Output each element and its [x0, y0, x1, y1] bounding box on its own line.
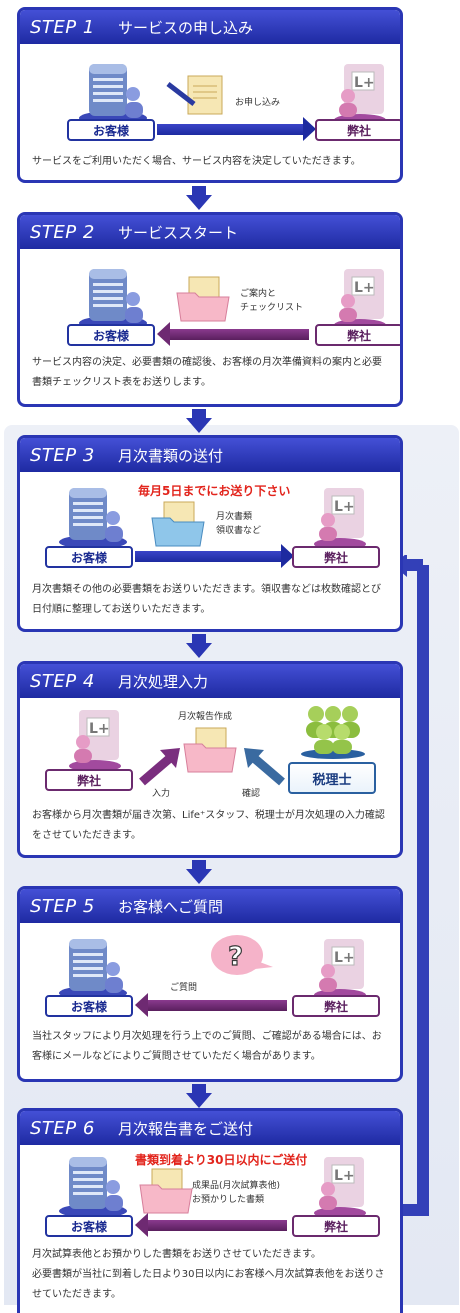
step-title: サービススタート [118, 223, 239, 242]
flow-note: お申し込み [235, 98, 281, 108]
step-2-card: STEP 2 サービススタート ご案内と チェックリスト L+ お客様 弊社 サ… [17, 212, 403, 407]
svg-text:L+: L+ [89, 721, 110, 737]
company-box-icon: L+ [314, 488, 366, 550]
company-box-icon: L+ [314, 1157, 366, 1219]
step-description: お客様から月次書類が届き次第、Life⁺スタッフ、税理士が月次処理の入力確認をさ… [32, 810, 385, 841]
step-title: サービスの申し込み [118, 18, 254, 37]
company-label: 弊社 [292, 995, 380, 1017]
company-label: 弊社 [315, 119, 400, 141]
svg-text:L+: L+ [354, 280, 375, 296]
client-label: お客様 [67, 119, 155, 141]
client-label: お客様 [45, 995, 133, 1017]
down-arrow-icon [186, 186, 212, 210]
flow-arrow-right [135, 544, 294, 568]
building-icon [79, 269, 147, 330]
question-bubble-icon: ? [211, 935, 273, 975]
company-label: 弊社 [45, 769, 133, 791]
step-description: 月次試算表他とお預かりした書類をお送りさせていただきます。 必要書類が当社に到着… [32, 1249, 385, 1300]
step-3-header: STEP 3 月次書類の送付 [20, 438, 400, 472]
building-icon [59, 939, 127, 1000]
flow-note: ご質問 [170, 983, 198, 993]
question-mark: ? [228, 942, 243, 972]
building-icon [59, 1157, 127, 1218]
step-6-header: STEP 6 月次報告書をご送付 [20, 1111, 400, 1145]
step-title: 月次処理入力 [118, 672, 209, 691]
client-label: お客様 [45, 1215, 133, 1237]
step-number: STEP 3 [30, 444, 95, 466]
company-box-icon: L+ [314, 939, 366, 1001]
step-6-card: STEP 6 月次報告書をご送付 書類到着より30日以内にご送付 成果品(月次試… [17, 1108, 403, 1313]
step-description: サービス内容の決定、必要書類の確認後、お客様の月次準備資料の案内と必要書類チェッ… [32, 357, 382, 388]
company-box-icon: L+ [69, 710, 121, 772]
flow-note: 月次書類 領収書など [216, 512, 262, 536]
folder-icon [176, 276, 230, 322]
down-arrow-icon [186, 860, 212, 884]
flow-arrow-left [135, 1213, 287, 1237]
flow-arrow-left [157, 322, 309, 346]
folder-icon [183, 727, 237, 773]
step-number: STEP 4 [30, 670, 95, 692]
step-3-card: STEP 3 月次書類の送付 毎月5日までにお送り下さい 月次書類 領収書など … [17, 435, 403, 632]
step-4-card: STEP 4 月次処理入力 L+ 月次報告作成 入力 確認 弊社 税理士 お客様… [17, 661, 403, 858]
flow-arrow-left [135, 993, 287, 1017]
down-arrow-icon [186, 634, 212, 658]
company-box-icon: L+ [334, 269, 386, 331]
input-note: 入力 [152, 789, 171, 799]
company-label: 弊社 [292, 1215, 380, 1237]
step-4-header: STEP 4 月次処理入力 [20, 664, 400, 698]
step-title: 月次報告書をご送付 [118, 1119, 254, 1138]
flow-arrow-right [157, 117, 316, 141]
company-label: 弊社 [315, 324, 400, 346]
report-note: 月次報告作成 [178, 712, 233, 722]
svg-text:L+: L+ [334, 950, 355, 966]
step-description: 当社スタッフにより月次処理を行う上でのご質問、ご確認がある場合には、お客様にメー… [32, 1031, 382, 1062]
step-5-card: STEP 5 お客様へご質問 ? ご質問 L+ お客様 弊社 当社スタッフにより… [17, 886, 403, 1082]
down-arrow-icon [186, 409, 212, 433]
step-description: サービスをご利用いただく場合、サービス内容を決定していただきます。 [32, 156, 361, 167]
confirm-arrow [244, 748, 285, 786]
folder-icon [151, 501, 205, 547]
step-title: 月次書類の送付 [118, 446, 224, 465]
svg-text:L+: L+ [334, 499, 355, 515]
client-label: お客様 [67, 324, 155, 346]
step-5-header: STEP 5 お客様へご質問 [20, 889, 400, 923]
client-label: お客様 [45, 546, 133, 568]
step-number: STEP 6 [30, 1117, 95, 1139]
building-icon [59, 488, 127, 549]
deadline-note: 書類到着より30日以内にご送付 [135, 1153, 308, 1167]
flow-note: 成果品(月次試算表他) お預かりした書類 [192, 1181, 281, 1205]
deadline-note: 毎月5日までにお送り下さい [138, 484, 291, 498]
step-2-header: STEP 2 サービススタート [20, 215, 400, 249]
step-number: STEP 2 [30, 221, 95, 243]
confirm-note: 確認 [242, 789, 261, 799]
company-label: 弊社 [292, 546, 380, 568]
down-arrow-icon [186, 1084, 212, 1108]
step-description: 月次書類その他の必要書類をお送りいただきます。領収書などは枚数確認とび日付順に整… [32, 584, 381, 615]
step-number: STEP 1 [30, 16, 95, 38]
svg-text:L+: L+ [334, 1168, 355, 1184]
input-arrow [139, 748, 180, 786]
people-group-icon [301, 706, 365, 759]
svg-text:L+: L+ [354, 75, 375, 91]
company-box-icon: L+ [334, 64, 386, 126]
flow-note: ご案内と チェックリスト [240, 289, 304, 313]
step-title: お客様へご質問 [118, 897, 224, 916]
step-1-card: STEP 1 サービスの申し込み お申し込み L+ お客様 弊社 サービスをご利… [17, 7, 403, 183]
building-icon [79, 64, 147, 125]
loop-arrow-icon [395, 555, 429, 1216]
pencil-icon [166, 75, 223, 115]
folder-icon [139, 1168, 193, 1214]
tax-accountant-label: 税理士 [288, 762, 376, 794]
step-number: STEP 5 [30, 895, 95, 917]
step-1-header: STEP 1 サービスの申し込み [20, 10, 400, 44]
